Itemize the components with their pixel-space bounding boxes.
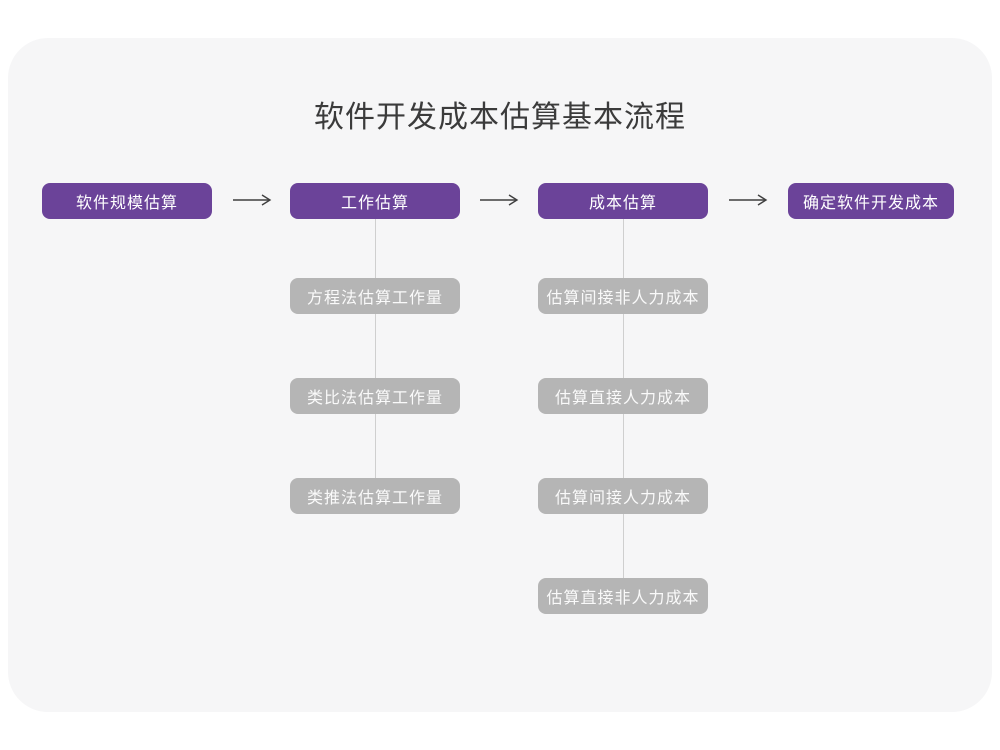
sub-node-direct-nonlabor-cost: 估算直接非人力成本 xyxy=(538,578,708,614)
right-arrow-icon xyxy=(729,194,768,206)
connector-line-work-estimation xyxy=(375,219,376,478)
flow-node-determine-software-dev-cost: 确定软件开发成本 xyxy=(788,183,954,219)
sub-node-indirect-nonlabor-cost: 估算间接非人力成本 xyxy=(538,278,708,314)
sub-node-equation-method: 方程法估算工作量 xyxy=(290,278,460,314)
flow-node-cost-estimation: 成本估算 xyxy=(538,183,708,219)
sub-node-direct-labor-cost: 估算直接人力成本 xyxy=(538,378,708,414)
right-arrow-icon xyxy=(480,194,519,206)
flow-node-software-scale-estimation: 软件规模估算 xyxy=(42,183,212,219)
sub-node-indirect-labor-cost: 估算间接人力成本 xyxy=(538,478,708,514)
sub-node-extrapolation-method: 类推法估算工作量 xyxy=(290,478,460,514)
sub-node-analogy-method: 类比法估算工作量 xyxy=(290,378,460,414)
flow-node-work-estimation: 工作估算 xyxy=(290,183,460,219)
diagram-title: 软件开发成本估算基本流程 xyxy=(314,101,686,134)
right-arrow-icon xyxy=(233,194,272,206)
diagram-card: 软件开发成本估算基本流程 软件规模估算 工作估算 成本估算 确定软件开发成本 方… xyxy=(8,38,992,712)
